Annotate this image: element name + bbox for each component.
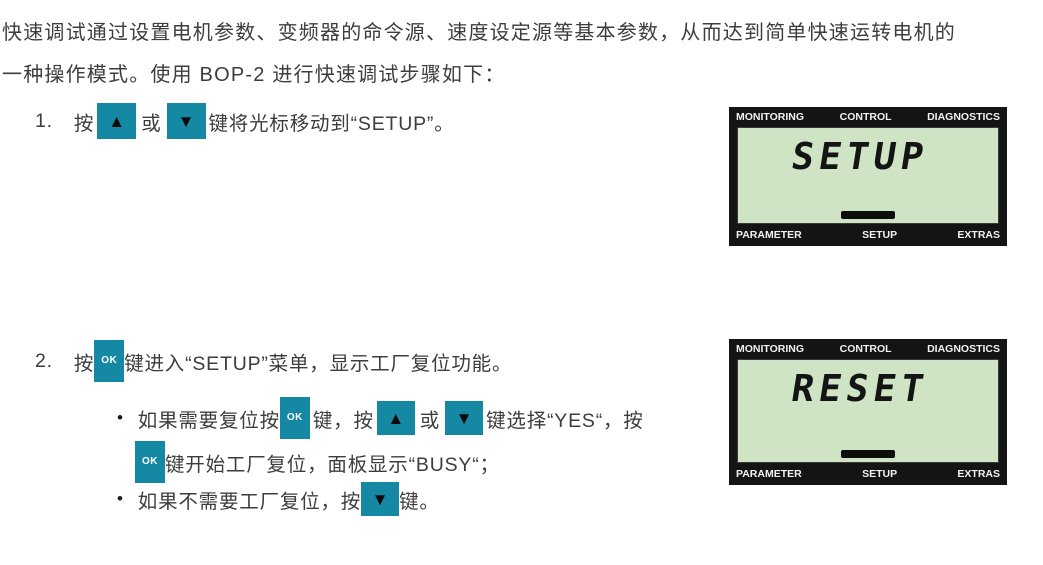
step-2-text-post: 键进入“SETUP”菜单，显示工厂复位功能。 — [124, 352, 513, 375]
bullet-1-line-1: • 如果需要复位按 OK 键，按 ▲ 或 ▼ 键选择“YES“，按 — [117, 397, 644, 439]
ok-key-icon: OK — [279, 397, 310, 439]
step-1-text-post: 键将光标移动到“SETUP”。 — [208, 112, 455, 135]
step-1-conjunction: 或 — [141, 112, 162, 135]
ok-key-label: OK — [286, 412, 303, 423]
down-key-icon: ▼ — [445, 401, 484, 435]
bullet-2-text-1: 如果不需要工厂复位，按 — [137, 490, 362, 513]
lcd-text: SETUP — [788, 135, 932, 178]
bullet-2-text-2: 键。 — [399, 490, 440, 513]
bop2-panel-setup: MONITORING CONTROL DIAGNOSTICS SETUP PAR… — [729, 107, 1007, 246]
panel-bottom-labels: PARAMETER SETUP EXTRAS — [736, 468, 1000, 480]
down-key-icon: ▼ — [166, 103, 206, 139]
panel-label-control: CONTROL — [839, 111, 892, 123]
panel-label-diagnostics: DIAGNOSTICS — [927, 343, 1000, 355]
menu-cursor-bar — [841, 450, 895, 458]
ok-key-label: OK — [101, 355, 118, 366]
panel-top-labels: MONITORING CONTROL DIAGNOSTICS — [736, 343, 1000, 355]
step-1-number: 1. — [35, 109, 53, 132]
panel-bottom-labels: PARAMETER SETUP EXTRAS — [736, 229, 1000, 241]
panel-label-setup: SETUP — [862, 468, 898, 480]
bop2-panel-reset: MONITORING CONTROL DIAGNOSTICS RESET PAR… — [729, 339, 1007, 485]
ok-key-icon: OK — [94, 340, 125, 382]
bullet-1-line-2: OK 键开始工厂复位，面板显示“BUSY“； — [135, 441, 500, 483]
lcd-text: RESET — [788, 367, 932, 410]
menu-cursor-bar — [841, 211, 895, 219]
ok-key-label: OK — [142, 456, 158, 467]
step-1-text-pre: 按 — [73, 112, 95, 135]
panel-label-extras: EXTRAS — [957, 229, 1000, 241]
bullet-1-text-3: 键选择“YES“，按 — [486, 409, 644, 432]
bullet-1-text-1: 如果需要复位按 — [137, 409, 280, 432]
panel-label-diagnostics: DIAGNOSTICS — [927, 111, 1000, 123]
panel-label-extras: EXTRAS — [957, 468, 1000, 480]
step-2: 2. 按 OK 键进入“SETUP”菜单，显示工厂复位功能。 — [35, 340, 512, 382]
bullet-marker: • — [117, 489, 124, 508]
intro-line-1: 快速调试通过设置电机参数、变频器的命令源、速度设定源等基本参数，从而达到简单快速… — [2, 22, 956, 44]
down-arrow-glyph: ▼ — [455, 408, 473, 428]
step-2-number: 2. — [35, 349, 53, 372]
bullet-1-conjunction: 或 — [419, 409, 441, 432]
down-arrow-glyph: ▼ — [371, 489, 389, 509]
panel-label-control: CONTROL — [839, 343, 892, 355]
bullet-marker: • — [117, 408, 124, 427]
panel-label-setup: SETUP — [862, 229, 898, 241]
step-2-text-pre: 按 — [73, 352, 95, 375]
lcd-display: RESET — [737, 359, 999, 463]
bullet-1-text-4: 键开始工厂复位，面板显示“BUSY“； — [165, 453, 500, 476]
up-key-icon: ▲ — [97, 103, 137, 139]
up-arrow-glyph: ▲ — [108, 111, 126, 131]
up-arrow-glyph: ▲ — [387, 408, 405, 428]
panel-label-monitoring: MONITORING — [736, 111, 805, 123]
up-key-icon: ▲ — [376, 401, 415, 435]
intro-line-2: 一种操作模式。使用 BOP-2 进行快速调试步骤如下： — [2, 64, 506, 86]
panel-label-parameter: PARAMETER — [736, 468, 802, 480]
down-key-icon: ▼ — [361, 482, 400, 516]
bullet-2: • 如果不需要工厂复位，按 ▼ 键。 — [117, 479, 440, 519]
bullet-1-text-2: 键，按 — [312, 409, 374, 432]
lcd-display: SETUP — [737, 127, 999, 224]
ok-key-icon: OK — [135, 441, 165, 483]
panel-label-monitoring: MONITORING — [736, 343, 805, 355]
step-1: 1. 按 ▲ 或 ▼ 键将光标移动到“SETUP”。 — [35, 102, 455, 140]
down-arrow-glyph: ▼ — [177, 111, 195, 131]
panel-label-parameter: PARAMETER — [736, 229, 802, 241]
panel-top-labels: MONITORING CONTROL DIAGNOSTICS — [736, 111, 1000, 123]
